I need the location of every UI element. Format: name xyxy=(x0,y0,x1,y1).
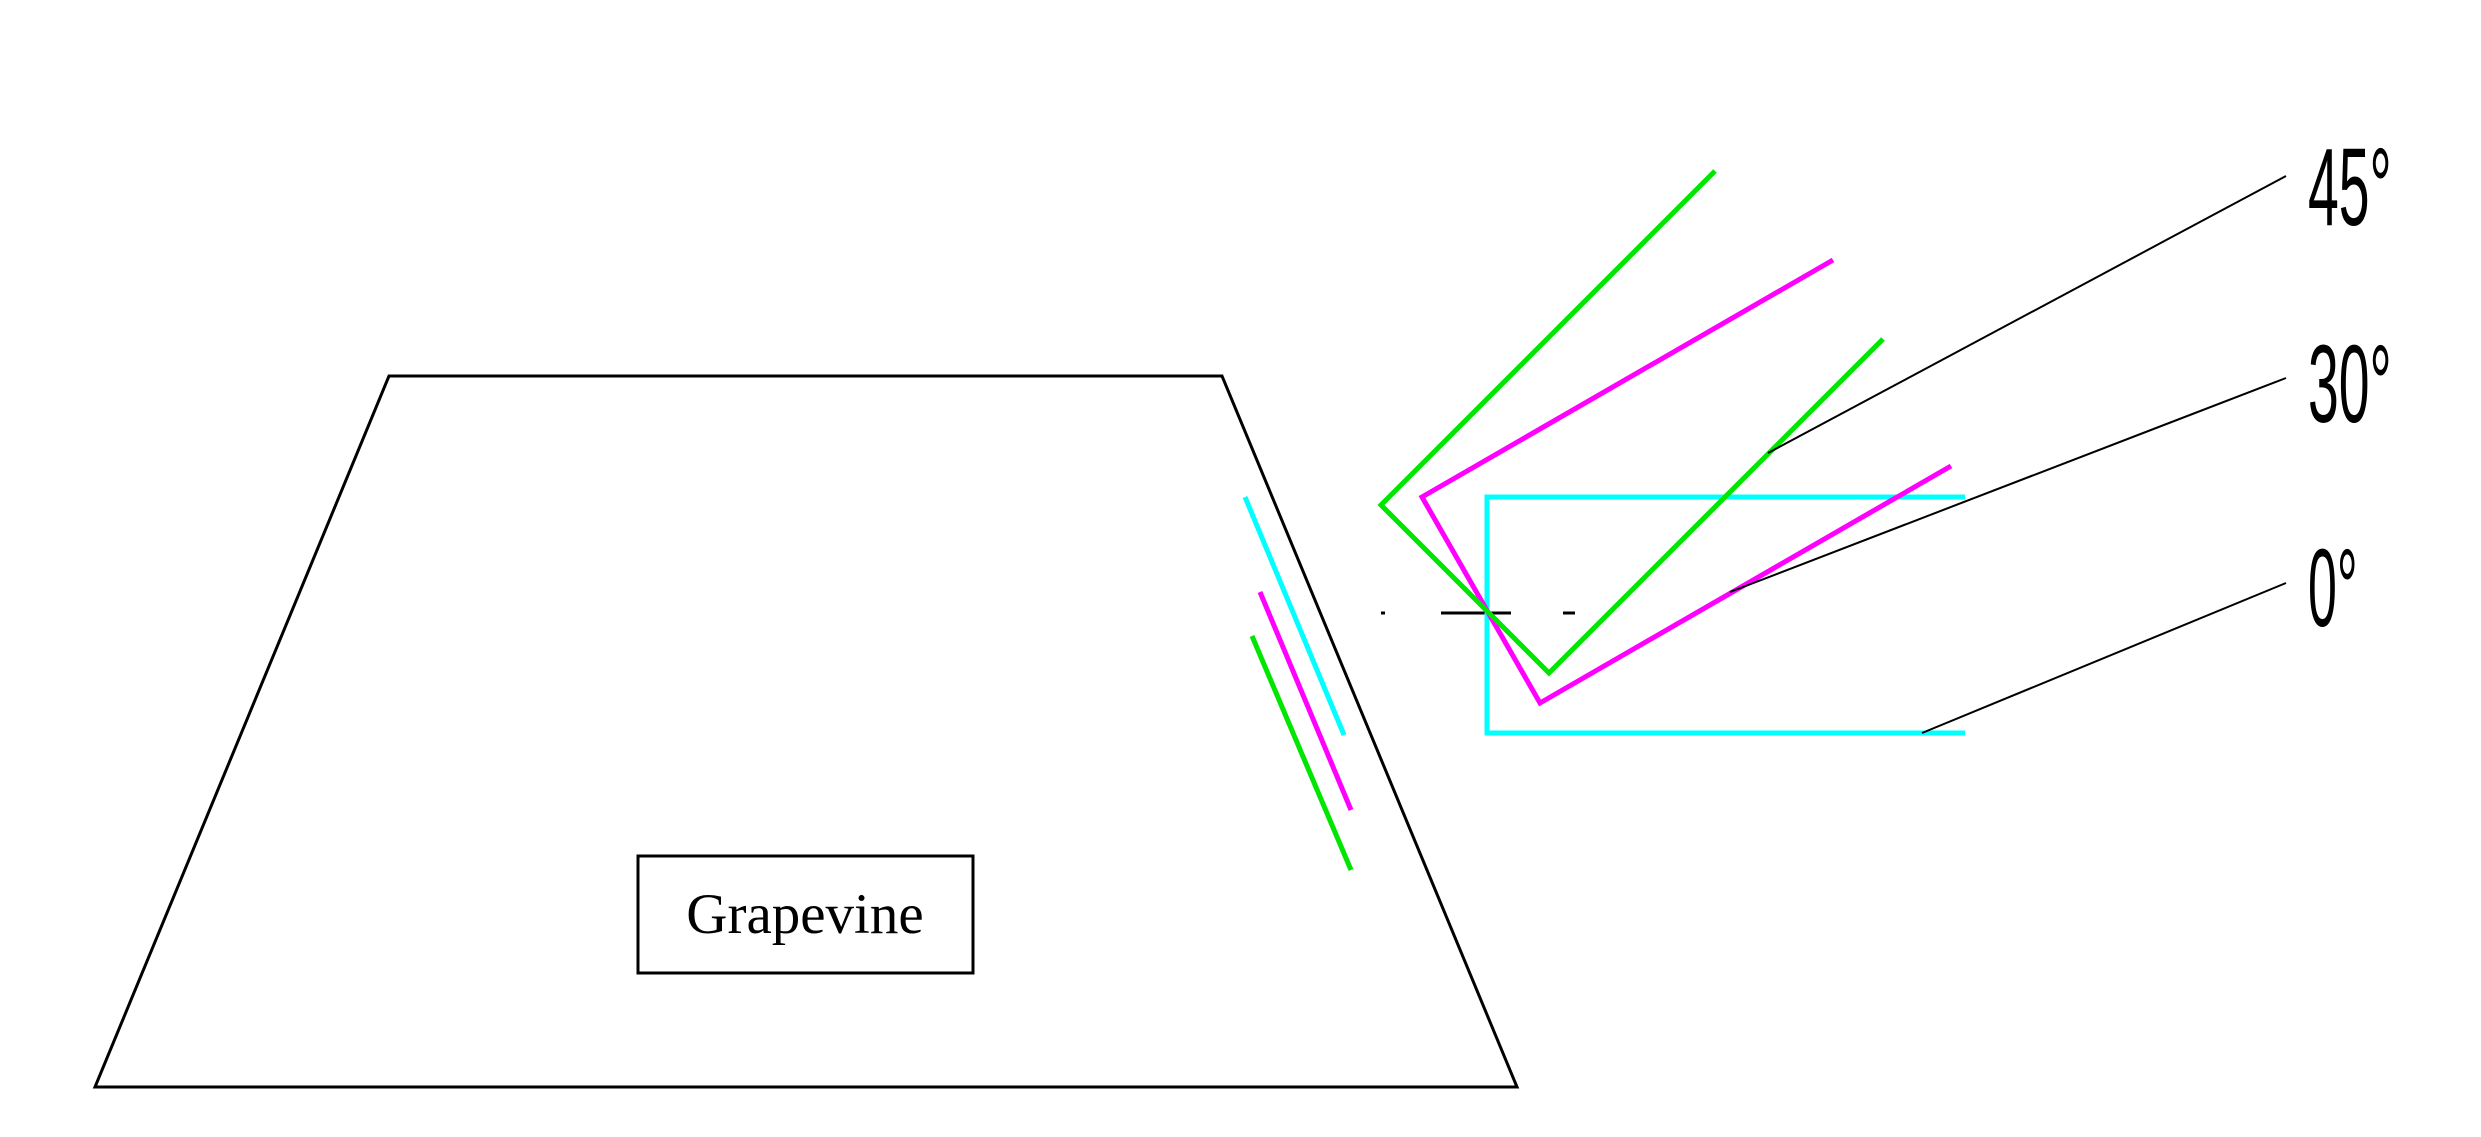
angle-label-0: 0° xyxy=(2308,527,2358,650)
leader-line-30 xyxy=(1729,377,2287,593)
leader-line-0 xyxy=(1921,582,2287,734)
leader-line-45 xyxy=(1767,175,2287,454)
grapevine-trapezoid xyxy=(92,374,1520,1089)
cyan-slope-line xyxy=(1242,496,1347,736)
grapevine-label: Grapevine xyxy=(686,883,923,946)
bracket-45-degree xyxy=(1377,169,1885,677)
green-slope-line xyxy=(1249,635,1354,871)
angle-label-30: 30° xyxy=(2308,323,2392,446)
bracket-30-degree xyxy=(1418,257,1953,707)
grapevine-label-box xyxy=(636,854,975,975)
bracket-0-degree xyxy=(1484,494,1965,736)
angle-label-45: 45° xyxy=(2308,126,2392,249)
magenta-slope-line xyxy=(1257,591,1354,811)
